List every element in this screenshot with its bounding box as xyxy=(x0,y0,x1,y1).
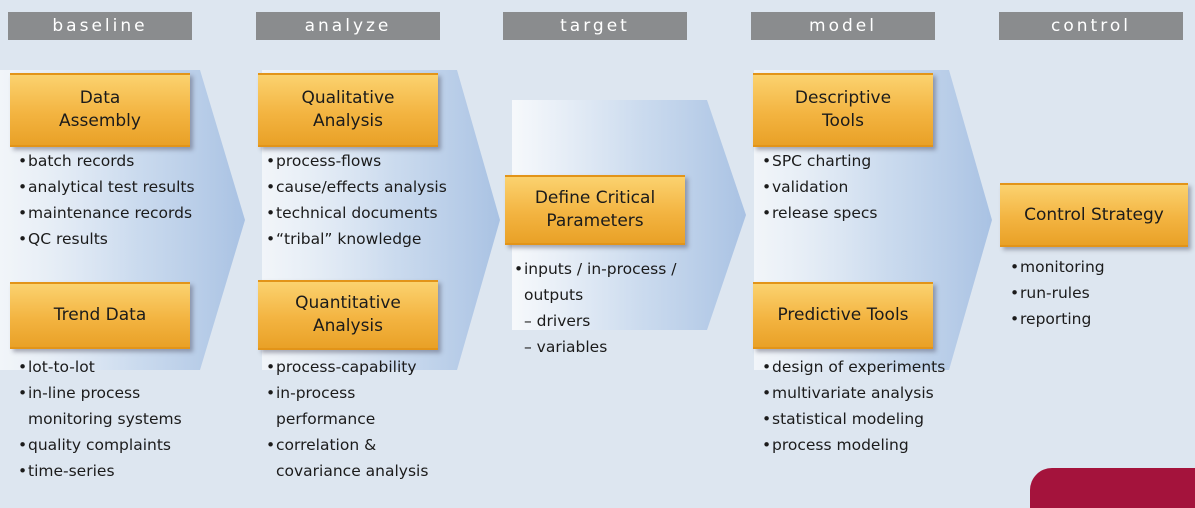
workflow-diagram: baseline analyze target model control Da… xyxy=(0,0,1195,486)
descriptive-tools-box: Descriptive Tools xyxy=(753,73,933,147)
analyze-bottom-list: process-capability in-process performanc… xyxy=(266,354,491,484)
model-top-list: SPC charting validation release specs xyxy=(762,148,987,226)
list-item: correlation & covariance analysis xyxy=(266,432,491,484)
list-item: process modeling xyxy=(762,432,987,458)
list-item: monitoring xyxy=(1010,254,1190,280)
list-item: inputs / in-process / outputs xyxy=(514,256,739,308)
analyze-top-list: process-flows cause/effects analysis tec… xyxy=(266,148,491,252)
corner-accent-shape xyxy=(1030,468,1195,508)
quantitative-analysis-label: Quantitative Analysis xyxy=(295,293,401,336)
list-item: maintenance records xyxy=(18,200,243,226)
baseline-top-list: batch records analytical test results ma… xyxy=(18,148,243,252)
phase-header-model: model xyxy=(751,12,935,40)
list-item: “tribal” knowledge xyxy=(266,226,491,252)
list-item: reporting xyxy=(1010,306,1190,332)
list-item: in-line process monitoring systems xyxy=(18,380,243,432)
define-critical-parameters-label: Define Critical Parameters xyxy=(534,188,656,231)
baseline-bottom-list: lot-to-lot in-line process monitoring sy… xyxy=(18,354,243,484)
control-list: monitoring run-rules reporting xyxy=(1010,254,1190,332)
list-item: SPC charting xyxy=(762,148,987,174)
model-bottom-list: design of experiments multivariate analy… xyxy=(762,354,987,458)
control-strategy-box: Control Strategy xyxy=(1000,183,1188,247)
define-critical-parameters-box: Define Critical Parameters xyxy=(505,175,685,245)
list-item: release specs xyxy=(762,200,987,226)
list-item: cause/effects analysis xyxy=(266,174,491,200)
list-sub-item: – variables xyxy=(524,338,608,356)
data-assembly-label: Data Assembly xyxy=(59,88,141,131)
list-item: design of experiments xyxy=(762,354,987,380)
list-item: validation xyxy=(762,174,987,200)
list-item: batch records xyxy=(18,148,243,174)
list-item: run-rules xyxy=(1010,280,1190,306)
qualitative-analysis-label: Qualitative Analysis xyxy=(301,88,395,131)
phase-header-baseline: baseline xyxy=(8,12,192,40)
phase-header-analyze: analyze xyxy=(256,12,440,40)
descriptive-tools-label: Descriptive Tools xyxy=(794,88,892,131)
target-list: inputs / in-process / outputs – drivers … xyxy=(514,256,739,360)
list-item: QC results xyxy=(18,226,243,252)
list-item: quality complaints xyxy=(18,432,243,458)
predictive-tools-box: Predictive Tools xyxy=(753,282,933,349)
control-strategy-label: Control Strategy xyxy=(1024,204,1164,225)
list-item: technical documents xyxy=(266,200,491,226)
list-item: process-flows xyxy=(266,148,491,174)
phase-header-target: target xyxy=(503,12,687,40)
list-item: in-process performance xyxy=(266,380,491,432)
list-item: analytical test results xyxy=(18,174,243,200)
phase-header-control: control xyxy=(999,12,1183,40)
trend-data-box: Trend Data xyxy=(10,282,190,349)
data-assembly-box: Data Assembly xyxy=(10,73,190,147)
list-item: multivariate analysis xyxy=(762,380,987,406)
list-item: time-series xyxy=(18,458,243,484)
list-sub-item: – drivers xyxy=(524,312,591,330)
list-item: process-capability xyxy=(266,354,491,380)
list-item: statistical modeling xyxy=(762,406,987,432)
predictive-tools-label: Predictive Tools xyxy=(777,305,909,325)
quantitative-analysis-box: Quantitative Analysis xyxy=(258,280,438,350)
qualitative-analysis-box: Qualitative Analysis xyxy=(258,73,438,147)
trend-data-label: Trend Data xyxy=(53,305,147,325)
list-item: lot-to-lot xyxy=(18,354,243,380)
